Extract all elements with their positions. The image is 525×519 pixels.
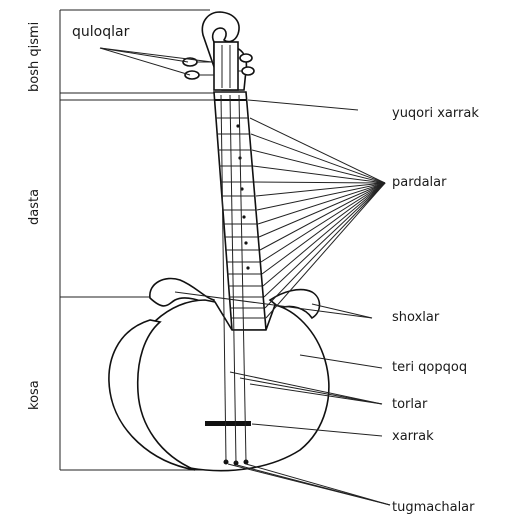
section-label-neck: dasta [27,189,42,225]
label-strings: torlar [392,397,428,412]
instrument-head [183,12,254,90]
label-tuning-pegs: quloqlar [72,24,130,40]
label-buttons: tugmachalar [392,500,475,515]
label-horns: shoxlar [392,310,440,325]
label-frets: pardalar [392,175,447,190]
section-label-body: kosa [27,380,42,410]
label-bridge: xarrak [392,429,434,444]
instrument-body [109,279,329,471]
label-skin-top: teri qopqoq [392,360,467,375]
label-upper-nut: yuqori xarrak [392,106,479,121]
section-label-head: bosh qismi [27,22,42,92]
